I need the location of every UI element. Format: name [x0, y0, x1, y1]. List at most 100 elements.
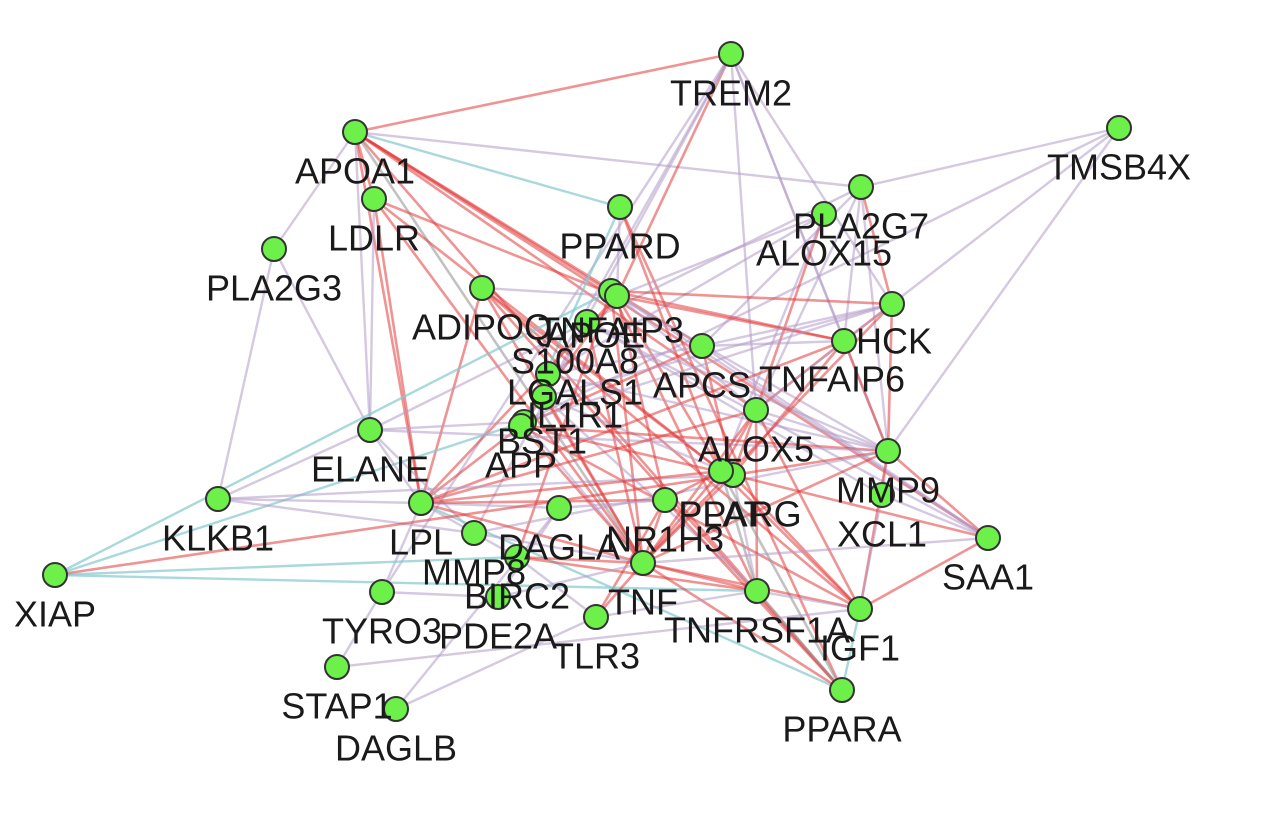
node-app[interactable] — [508, 413, 534, 439]
node-hck[interactable] — [831, 328, 857, 354]
edge-s100a8-elane — [369, 320, 588, 432]
edge-elane-klkb1 — [217, 428, 371, 501]
node-label-tnfrsf1a: TNFRSF1A — [664, 610, 850, 651]
edge-pparg-igf1 — [720, 470, 861, 610]
edge-hck-plat — [731, 340, 846, 476]
node-adipoq[interactable] — [469, 275, 495, 301]
node-lpl[interactable] — [408, 490, 434, 516]
edge-apoa1-elane — [353, 131, 372, 431]
edge-mmp9-saa1 — [887, 450, 989, 539]
edge-klkb1-mmp8 — [217, 497, 475, 535]
node-pla2g3[interactable] — [261, 236, 287, 262]
node-daglb[interactable] — [383, 696, 409, 722]
edge-ldlr-tnf — [372, 198, 645, 564]
node-tmsb4x[interactable] — [1106, 115, 1132, 141]
edges-layer — [54, 52, 1120, 711]
node-label-plat: PLAT — [678, 494, 765, 535]
edge-trem2-alox5 — [729, 53, 758, 411]
node-xcl1[interactable] — [869, 482, 895, 508]
edge-tnfaip6-mmp9 — [886, 303, 894, 452]
edge-igf1-stap1 — [336, 607, 861, 669]
edge-xcl1-saa1 — [881, 493, 989, 540]
node-label-alox5: ALOX5 — [698, 429, 814, 470]
node-pla2g7[interactable] — [848, 174, 874, 200]
node-nr1h3[interactable] — [652, 487, 678, 513]
node-xiap[interactable] — [42, 562, 68, 588]
node-apcs[interactable] — [689, 333, 715, 359]
edge-xiap-birc2 — [54, 555, 518, 577]
edge-trem2-apoe — [615, 53, 733, 297]
node-tlr3[interactable] — [583, 604, 609, 630]
edge-igf1-ppara — [840, 608, 862, 691]
edge-tnfaip3-xiap — [54, 289, 612, 577]
node-ldlr[interactable] — [361, 186, 387, 212]
edge-alox15-alox5 — [754, 213, 826, 411]
node-label-apcs: APCS — [653, 365, 751, 406]
edge-hck-mmp9 — [842, 340, 890, 452]
edge-tlr3-daglb — [395, 615, 597, 711]
node-label-saa1: SAA1 — [942, 557, 1034, 598]
edge-xiap-plat — [54, 473, 734, 577]
node-saa1[interactable] — [975, 525, 1001, 551]
node-tyro3[interactable] — [369, 579, 395, 605]
node-klkb1[interactable] — [205, 486, 231, 512]
edge-klkb1-lpl — [217, 497, 422, 505]
node-label-app: APP — [485, 445, 557, 486]
node-apoa1[interactable] — [342, 119, 368, 145]
node-tnfaip6[interactable] — [879, 291, 905, 317]
edge-ldlr-elane — [368, 198, 376, 431]
edge-dagla-nr1h3 — [558, 498, 666, 510]
node-label-s100a8: S100A8 — [511, 341, 639, 382]
edge-bst1-xiap — [54, 420, 525, 577]
node-label-pde2a: PDE2A — [439, 616, 557, 657]
node-label-xiap: XIAP — [14, 594, 96, 635]
edge-plat-saa1 — [732, 473, 989, 540]
node-label-tnfaip3: TNFAIP3 — [538, 310, 684, 351]
edge-app-lpl — [420, 424, 522, 505]
edge-tnfaip3-tnfaip6 — [610, 289, 893, 306]
node-label-xcl1: XCL1 — [837, 514, 927, 555]
edge-apoe-nr1h3 — [615, 295, 667, 501]
node-label-tnfaip6: TNFAIP6 — [759, 359, 905, 400]
node-tnfrsf1a[interactable] — [744, 578, 770, 604]
node-birc2[interactable] — [504, 544, 530, 570]
node-il1r1[interactable] — [531, 384, 557, 410]
node-label-pparg: PPARG — [678, 494, 801, 535]
node-stap1[interactable] — [324, 654, 350, 680]
edge-apoa1-pla2g3 — [273, 131, 356, 250]
node-s100a8[interactable] — [574, 309, 600, 335]
edge-tnfrsf1a-tlr3 — [595, 589, 758, 619]
node-label-pla2g3: PLA2G3 — [206, 268, 342, 309]
node-trem2[interactable] — [718, 41, 744, 67]
node-alox5[interactable] — [743, 397, 769, 423]
node-dagla[interactable] — [546, 495, 572, 521]
node-apoe[interactable] — [604, 283, 630, 309]
node-pparg[interactable] — [708, 458, 734, 484]
edge-app-mmp9 — [520, 424, 889, 453]
node-elane[interactable] — [357, 417, 383, 443]
edge-tmsb4x-mmp9 — [887, 127, 1120, 452]
nodes-layer — [42, 41, 1132, 722]
node-tnf[interactable] — [630, 550, 656, 576]
edge-tnfaip3-birc2 — [515, 290, 613, 558]
edge-elane-mmp9 — [369, 428, 889, 453]
edge-tmsb4x-tnfaip6 — [891, 127, 1120, 305]
node-ppard[interactable] — [607, 194, 633, 220]
edge-lpl-pparg — [420, 469, 722, 505]
node-mmp9[interactable] — [875, 438, 901, 464]
node-ppara[interactable] — [829, 677, 855, 703]
node-mmp8[interactable] — [461, 520, 487, 546]
node-igf1[interactable] — [847, 596, 873, 622]
edge-alox5-tnf — [641, 409, 758, 564]
node-label-pla2g7: PLA2G7 — [793, 206, 929, 247]
node-label-trem2: TREM2 — [670, 73, 792, 114]
edge-s100a8-xcl1 — [586, 320, 883, 497]
node-label-mmp9: MMP9 — [836, 470, 940, 511]
edge-alox5-mmp9 — [755, 408, 889, 453]
node-pde2a[interactable] — [485, 584, 511, 610]
node-alox15[interactable] — [811, 201, 837, 227]
edge-lpl-ppara — [420, 501, 843, 692]
node-label-ppard: PPARD — [559, 226, 680, 267]
